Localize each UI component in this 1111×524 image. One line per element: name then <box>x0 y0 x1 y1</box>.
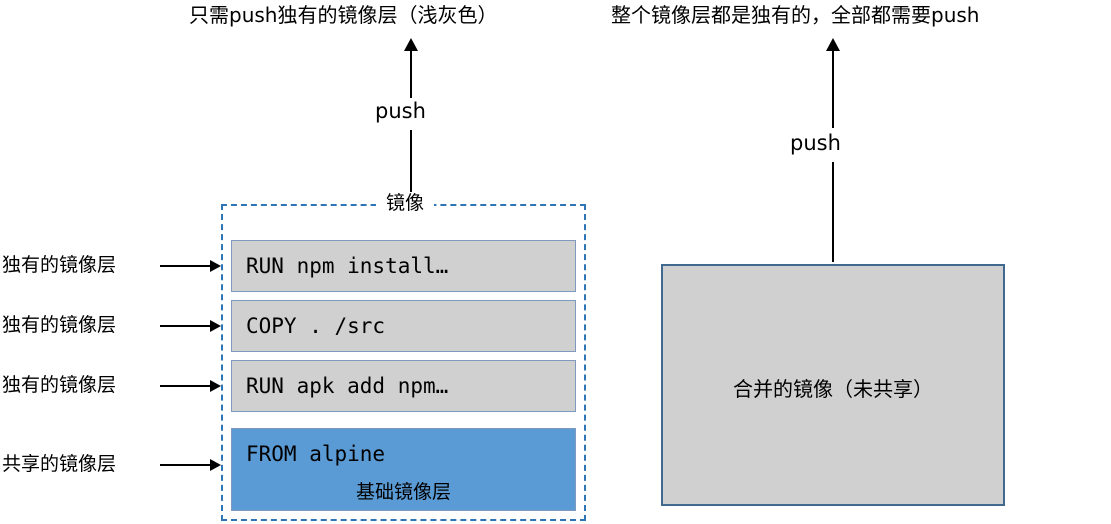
side-arrow-line-4 <box>160 464 212 466</box>
side-label-unique-2: 独有的镜像层 <box>2 314 117 336</box>
right-push-arrow-upper-line <box>832 50 834 128</box>
side-arrowhead-icon-4 <box>210 459 221 471</box>
side-arrowhead-icon-2 <box>210 320 221 332</box>
left-header-text: 只需push独有的镜像层（浅灰色） <box>189 3 498 27</box>
side-label-unique-1: 独有的镜像层 <box>2 254 117 276</box>
layer-box-from-alpine[interactable]: FROM alpine 基础镜像层 <box>231 428 576 511</box>
side-arrow-line-1 <box>160 265 212 267</box>
layer-box-copy-src[interactable]: COPY . /src <box>231 300 576 352</box>
layer-box-run-npm-install[interactable]: RUN npm install… <box>231 240 576 292</box>
merged-image-box[interactable]: 合并的镜像（未共享） <box>661 264 1005 506</box>
layer-code-run-npm-install: RUN npm install… <box>246 254 449 278</box>
right-push-arrowhead-icon <box>826 38 840 51</box>
layer-box-run-apk-add-npm[interactable]: RUN apk add npm… <box>231 360 576 412</box>
side-arrow-line-3 <box>160 385 212 387</box>
layer-code-run-apk-add-npm: RUN apk add npm… <box>246 374 449 398</box>
left-push-arrow-upper-line <box>410 50 412 98</box>
left-push-label: push <box>371 98 430 124</box>
right-push-label: push <box>786 130 845 156</box>
side-label-shared: 共享的镜像层 <box>2 453 117 475</box>
left-push-arrow-lower-line <box>410 130 412 192</box>
layer-code-from-alpine: FROM alpine <box>246 442 386 466</box>
image-container-title: 镜像 <box>376 192 435 214</box>
merged-image-box-label: 合并的镜像（未共享） <box>733 377 933 401</box>
left-push-arrowhead-icon <box>404 38 418 51</box>
layer-code-copy-src: COPY . /src <box>246 314 386 338</box>
layer-base-caption: 基础镜像层 <box>355 481 451 503</box>
side-arrow-line-2 <box>160 325 212 327</box>
side-label-unique-3: 独有的镜像层 <box>2 374 117 396</box>
right-push-arrow-lower-line <box>832 162 834 262</box>
right-header-text: 整个镜像层都是独有的，全部都需要push <box>611 3 980 27</box>
side-arrowhead-icon-3 <box>210 380 221 392</box>
side-arrowhead-icon-1 <box>210 260 221 272</box>
